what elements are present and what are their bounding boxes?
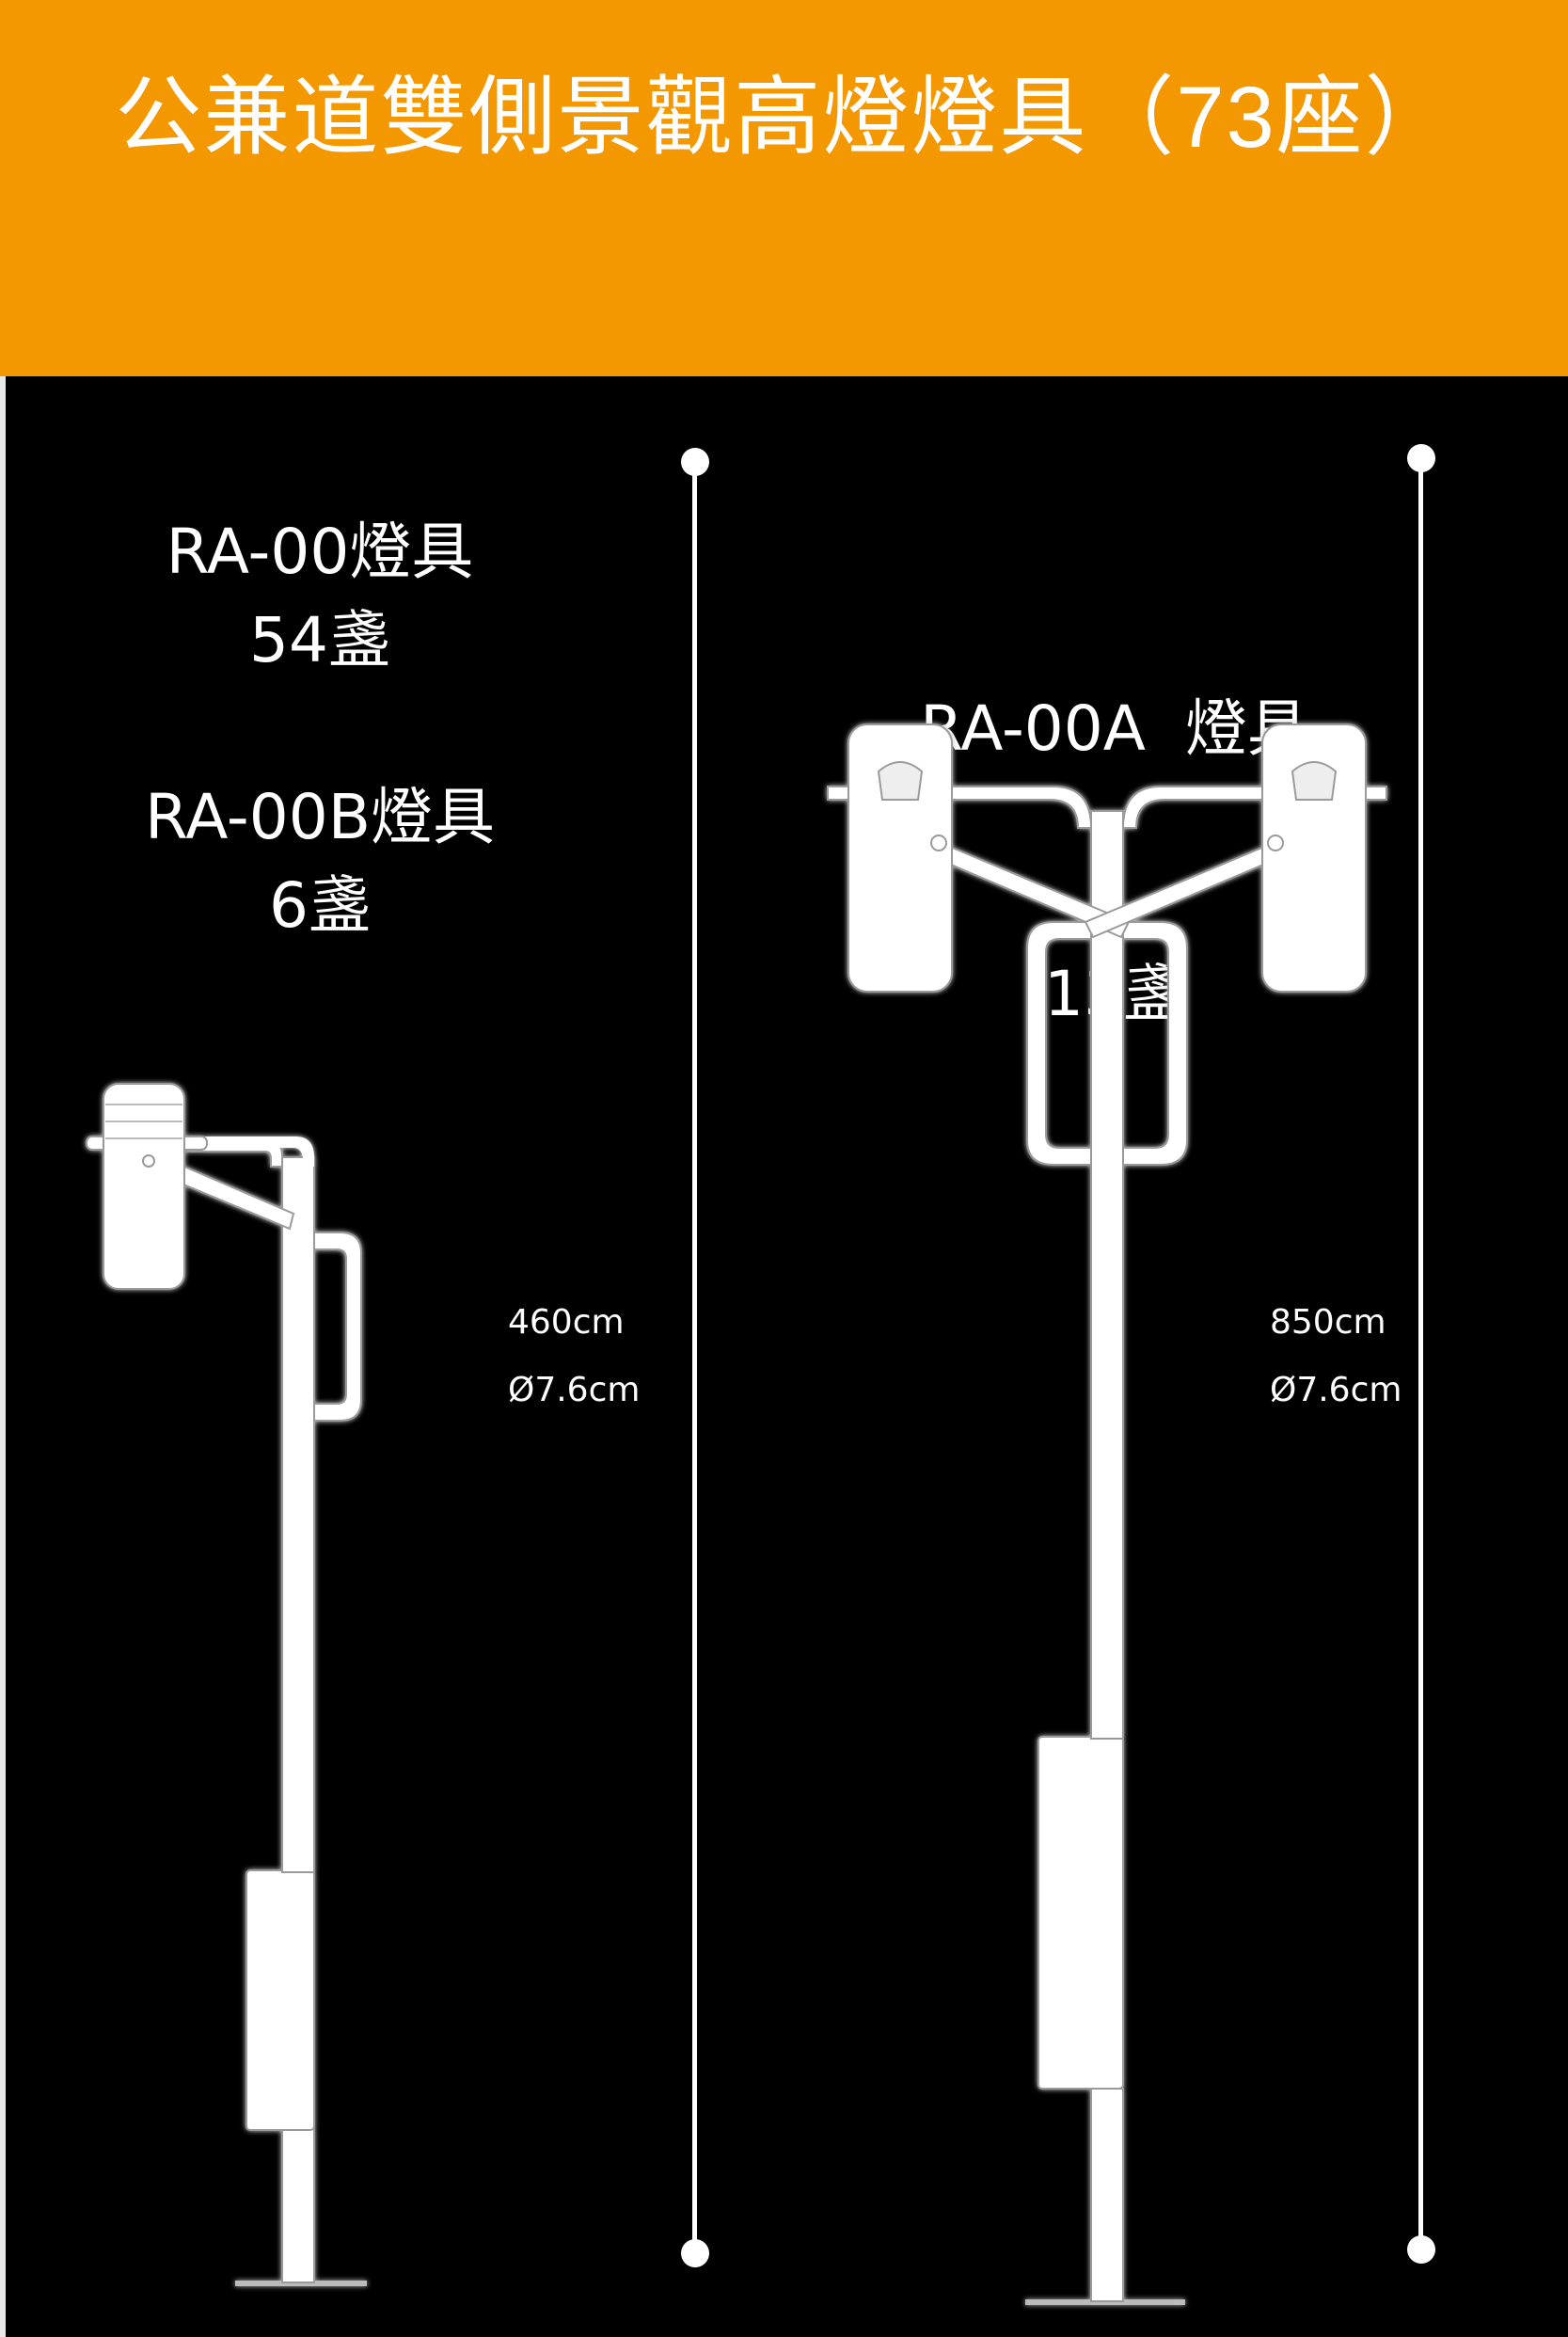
fixture-ra00b-label: RA-00B燈具 6盞 [132,773,508,950]
tall-pole-specs: 850cm Ø7.6cm [1270,1289,1402,1424]
short-pole-height: 460cm [508,1303,625,1342]
fixture-ra00b-name: RA-00B燈具 [145,781,495,853]
fixture-ra00-label: RA-00燈具 54盞 [132,508,508,685]
short-dimension-bottom-dot [681,2239,709,2267]
short-pole-specs: 460cm Ø7.6cm [508,1289,640,1424]
short-dimension-top-dot [681,448,709,476]
short-pole-diameter: Ø7.6cm [508,1371,641,1409]
tall-pole-dimension-line [1418,457,1423,2250]
fixture-ra00-count: 54盞 [249,604,390,676]
tall-dimension-bottom-dot [1407,2235,1435,2264]
fixture-ra00b-count: 6盞 [269,869,371,942]
tall-pole-diameter: Ø7.6cm [1270,1371,1402,1409]
header-banner: 公兼道雙側景觀高燈燈具（73座） [0,0,1568,376]
tall-lamp-pole [827,723,1387,2305]
tall-pole-height: 850cm [1270,1303,1386,1342]
short-pole-dimension-line [692,461,697,2256]
left-edge-strip [0,376,6,2337]
short-lamp-pole [86,1083,367,2286]
page-title: 公兼道雙側景觀高燈燈具（73座） [115,70,1453,166]
tall-dimension-top-dot [1407,444,1435,472]
fixture-ra00-name: RA-00燈具 [166,516,474,588]
